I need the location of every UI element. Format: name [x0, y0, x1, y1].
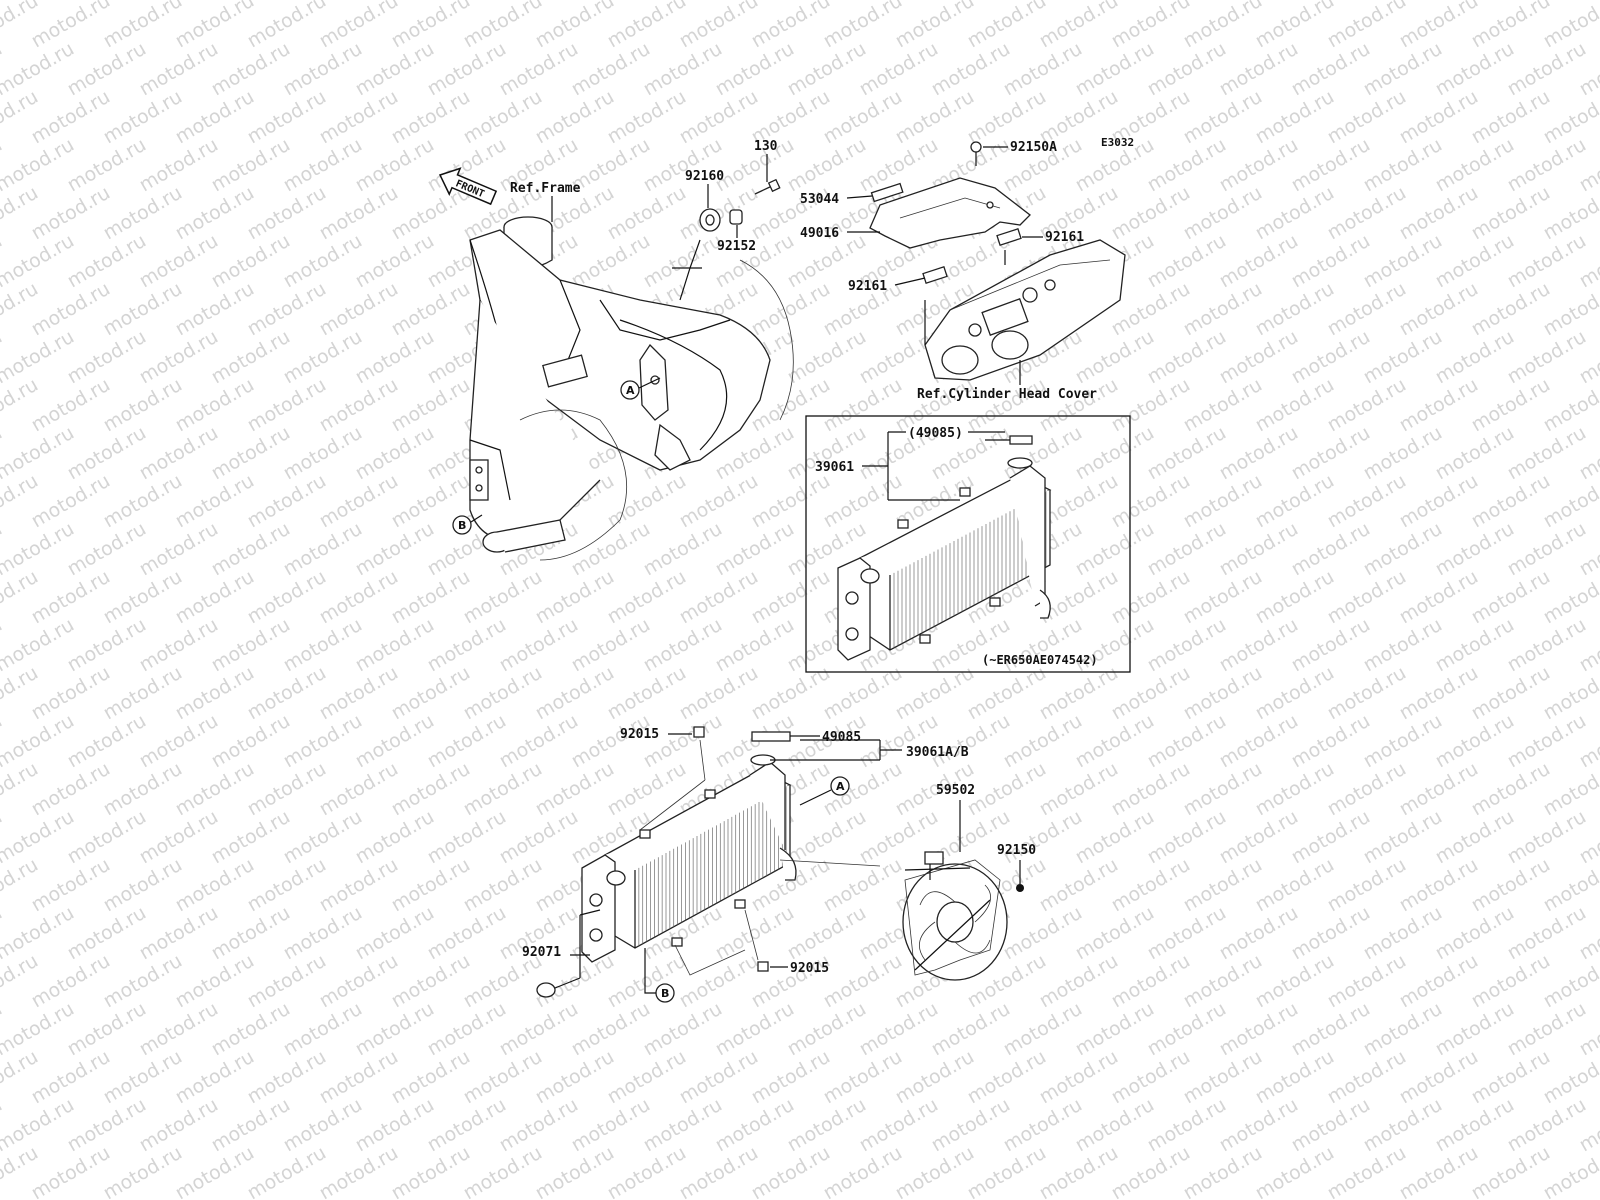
bushing-92160 [699, 208, 721, 232]
heat-shield-49016 [869, 177, 1031, 249]
label-39061-inset: 39061 [815, 460, 854, 475]
label-39061AB: 39061A/B [906, 745, 969, 760]
callout-b-frame [452, 515, 472, 535]
label-92161-left: 92161 [848, 279, 887, 294]
callout-b-frame-label: B [458, 519, 466, 532]
label-92152: 92152 [717, 239, 756, 254]
inset-serial-label: (~ER650AE074542) [982, 653, 1098, 667]
inset-frame [805, 415, 1131, 673]
watermark-text: motod.ru [1576, 0, 1600, 4]
grommet-92015-top [693, 726, 705, 738]
label-53044: 53044 [800, 192, 839, 207]
callout-a-frame [620, 380, 640, 400]
callout-b-radiator-label: B [661, 987, 669, 1000]
label-59502: 59502 [936, 783, 975, 798]
diagram-code: E3032 [1101, 136, 1134, 149]
label-92071: 92071 [522, 945, 561, 960]
cylinder-head-cover [924, 239, 1126, 381]
callout-a-radiator-label: A [836, 780, 845, 793]
pad-92161-right [996, 228, 1022, 246]
ref-frame-label: Ref.Frame [510, 181, 581, 196]
front-arrow-icon: FRONT [438, 167, 498, 206]
callout-a-frame-label: A [626, 384, 635, 397]
label-49016: 49016 [800, 226, 839, 241]
main-radiator [581, 754, 797, 963]
label-49085: 49085 [822, 730, 861, 745]
ref-cylinder-label: Ref.Cylinder Head Cover [917, 387, 1097, 402]
pad-53044 [870, 182, 904, 203]
inset-radiator [837, 435, 1052, 661]
label-92150A: 92150A [1010, 140, 1057, 155]
label-92160: 92160 [685, 169, 724, 184]
collar-92071 [536, 982, 556, 998]
callout-a-radiator [830, 776, 850, 796]
bolt-92150A [970, 141, 982, 166]
bolt-130 [754, 178, 781, 195]
bolt-92150 [1016, 884, 1024, 892]
label-92015-top: 92015 [620, 727, 659, 742]
frame-illustration [469, 216, 794, 561]
label-130: 130 [754, 139, 778, 154]
fan-assembly-59502 [902, 851, 1008, 981]
radiator-cap-49085 [751, 731, 800, 742]
grommet-92015-bottom [757, 961, 769, 972]
collar-92152 [729, 209, 743, 225]
label-92015-bottom: 92015 [790, 961, 829, 976]
label-92161-right: 92161 [1045, 230, 1084, 245]
label-92150: 92150 [997, 843, 1036, 858]
label-49085-inset: (49085) [908, 426, 963, 441]
